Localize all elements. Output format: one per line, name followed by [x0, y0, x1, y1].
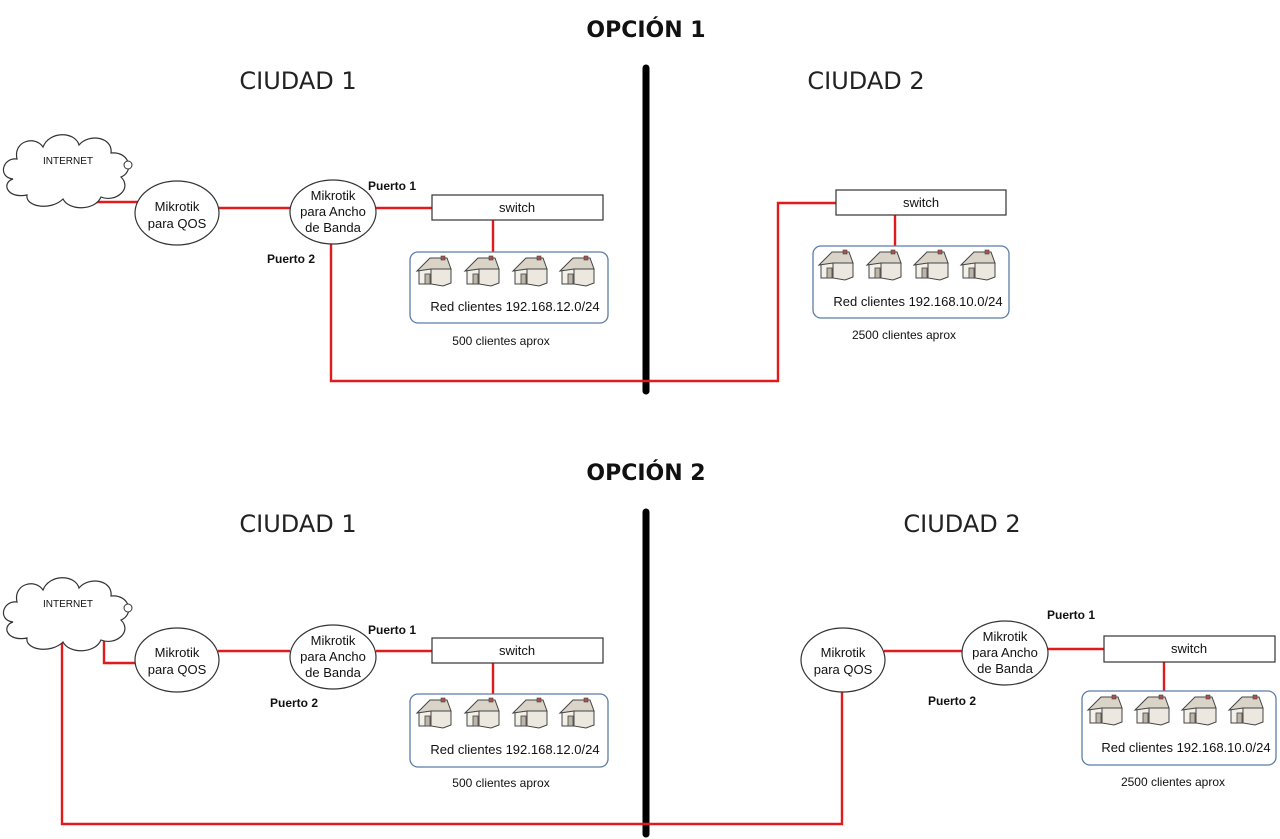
node-label-line2: para Ancho: [300, 649, 366, 664]
switch-label: switch: [499, 200, 535, 215]
switch-city1: switch: [431, 194, 604, 221]
city-1-label: CIUDAD 1: [239, 510, 356, 538]
client-group-city1: Red clientes 192.168.12.0/24: [409, 693, 609, 768]
mikrotik-qos-node: Mikrotik para QOS: [134, 180, 220, 246]
mikrotik-bandwidth-node: Mikrotik para Ancho de Banda: [289, 179, 377, 245]
client-count-label: 2500 clientes aprox: [1121, 775, 1225, 789]
puerto-2-label-city2: Puerto 2: [928, 694, 976, 708]
link-internet-qos: [102, 638, 138, 665]
node-label-line2: para QOS: [814, 662, 873, 677]
node-label-line2: para Ancho: [972, 645, 1038, 660]
client-count-label: 500 clientes aprox: [452, 334, 549, 348]
option-2: OPCIÓN 2 CIUDAD 1 CIUDAD 2 INTERNET Mikr…: [2, 460, 1277, 838]
cloud-icon: [2, 134, 130, 209]
internet-cloud: INTERNET: [2, 577, 133, 652]
option-1: OPCIÓN 1 CIUDAD 1 CIUDAD 2 INTERNET Mikr…: [2, 17, 1010, 395]
node-label-line2: para QOS: [148, 662, 207, 677]
switch-label: switch: [499, 643, 535, 658]
switch-city1: switch: [431, 637, 604, 664]
switch-label: switch: [1171, 641, 1207, 656]
puerto-1-label-city2: Puerto 1: [1047, 608, 1095, 622]
mikrotik-qos-node: Mikrotik para QOS: [134, 627, 220, 693]
client-network-label: Red clientes 192.168.12.0/24: [430, 299, 599, 314]
mikrotik-bandwidth-node-city2: Mikrotik para Ancho de Banda: [961, 620, 1049, 686]
node-label-line1: Mikrotik: [983, 629, 1028, 644]
node-label-line1: Mikrotik: [821, 645, 866, 660]
link-internet-city2-qos: [60, 640, 844, 826]
puerto-1-label: Puerto 1: [368, 179, 416, 193]
client-count-label: 500 clientes aprox: [452, 776, 549, 790]
link-puerto2-city2: [329, 201, 836, 383]
node-label-line3: de Banda: [977, 661, 1033, 676]
node-label-line1: Mikrotik: [311, 633, 356, 648]
city-2-label: CIUDAD 2: [807, 67, 924, 95]
city-1-label: CIUDAD 1: [239, 67, 356, 95]
option-title: OPCIÓN 1: [586, 17, 705, 43]
cloud-icon: [2, 577, 130, 652]
switch-label: switch: [903, 195, 939, 210]
internet-cloud: INTERNET: [2, 134, 133, 209]
client-group-city1: Red clientes 192.168.12.0/24: [409, 251, 609, 324]
puerto-1-label: Puerto 1: [368, 623, 416, 637]
internet-label: INTERNET: [43, 156, 93, 167]
client-network-label: Red clientes 192.168.10.0/24: [833, 294, 1002, 309]
client-group-city2: Red clientes 192.168.10.0/24: [812, 245, 1010, 319]
node-label-line1: Mikrotik: [311, 188, 356, 203]
city-2-label: CIUDAD 2: [903, 510, 1020, 538]
node-label-line1: Mikrotik: [155, 645, 200, 660]
node-label-line3: de Banda: [305, 220, 361, 235]
client-group-city2: Red clientes 192.168.10.0/24: [1081, 690, 1277, 766]
switch-city2: switch: [1103, 635, 1276, 663]
client-count-label: 2500 clientes aprox: [852, 328, 956, 342]
internet-label: INTERNET: [43, 599, 93, 610]
node-label-line3: de Banda: [305, 665, 361, 680]
puerto-2-label: Puerto 2: [270, 696, 318, 710]
mikrotik-qos-node-city2: Mikrotik para QOS: [800, 627, 886, 693]
node-label-line2: para QOS: [148, 216, 207, 231]
node-label-line1: Mikrotik: [155, 199, 200, 214]
puerto-2-label: Puerto 2: [267, 252, 315, 266]
node-label-line2: para Ancho: [300, 204, 366, 219]
mikrotik-bandwidth-node: Mikrotik para Ancho de Banda: [289, 624, 377, 690]
switch-city2: switch: [835, 189, 1007, 216]
client-network-label: Red clientes 192.168.12.0/24: [430, 742, 599, 757]
option-title: OPCIÓN 2: [586, 460, 705, 486]
client-network-label: Red clientes 192.168.10.0/24: [1101, 740, 1270, 755]
